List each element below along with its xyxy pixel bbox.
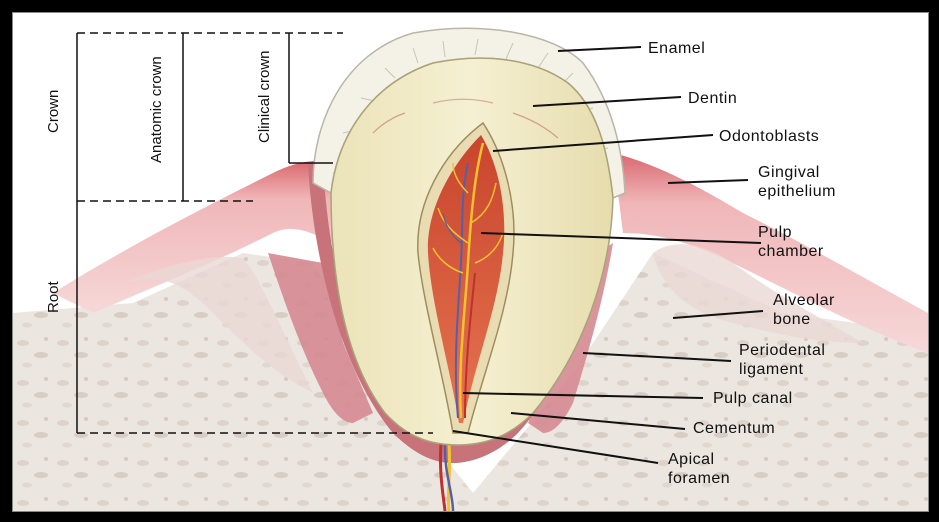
dentin-label: Dentin [688,90,737,107]
apical-foramen-label-line2: foramen [668,470,730,487]
pulp-chamber-label-line2: chamber [758,243,824,260]
pulp-canal-label: Pulp canal [713,390,793,407]
clinical-crown-label: Clinical crown [256,50,273,143]
odontoblasts-label: Odontoblasts [719,128,819,145]
crown-label: Crown [45,90,62,133]
cementum-label: Cementum [693,420,775,437]
periodontal-label-line1: Periodental [739,342,825,359]
alveolar-bone-label-line1: Alveolar [773,292,835,309]
alveolar-bone-label-line2: bone [773,311,811,328]
enamel-label: Enamel [648,40,705,57]
root-label: Root [45,280,62,313]
gingival-label-line2: epithelium [758,183,836,200]
pulp-chamber-label-line1: Pulp [758,224,792,241]
periodontal-label-line2: ligament [739,361,804,378]
gingival-label-line1: Gingival [758,164,820,181]
anatomic-crown-label: Anatomic crown [148,56,165,163]
tooth-anatomy-diagram: Crown Root Anatomic crown Clinical crown… [12,12,929,512]
diagram-svg: Crown Root Anatomic crown Clinical crown… [13,13,928,511]
apical-foramen-label-line1: Apical [668,451,715,468]
